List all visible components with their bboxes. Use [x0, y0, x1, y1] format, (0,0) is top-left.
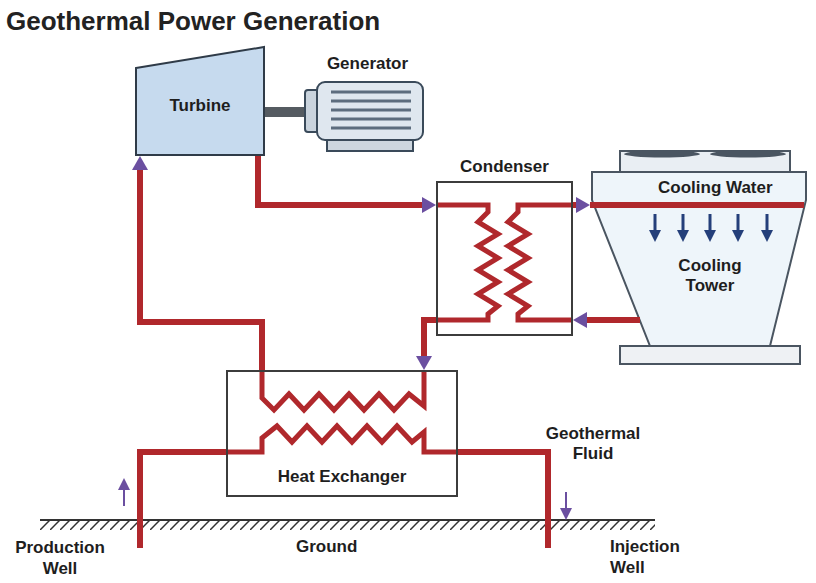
spray-arrow — [677, 230, 689, 242]
generator-foot — [327, 140, 413, 151]
node-label: Turbine — [135, 96, 265, 116]
pipe-connector — [132, 156, 262, 370]
condenser-box: Condenser — [436, 181, 573, 336]
ground-hatch — [40, 521, 655, 530]
ground-line — [40, 519, 655, 521]
diagram-title: Geothermal Power Generation — [6, 5, 380, 37]
spray-arrow — [682, 214, 685, 232]
generator-symbol-outline — [305, 80, 430, 155]
cooling-pipe — [590, 202, 804, 208]
node-label: Heat Exchanger — [228, 467, 456, 487]
exchanger-coil — [262, 370, 424, 410]
condenser-coil — [436, 205, 498, 320]
condenser-coil — [508, 205, 573, 320]
fan-blade — [624, 151, 700, 158]
spray-arrow — [704, 230, 716, 242]
spray-arrow — [709, 214, 712, 232]
flow-arrow — [560, 508, 572, 520]
node-label: Condenser — [438, 157, 571, 177]
generator-stripe — [331, 100, 411, 103]
pipe-connector — [573, 197, 590, 213]
annotation-label: Cooling Water — [658, 178, 773, 198]
spray-arrow — [649, 230, 661, 242]
exchanger-coil — [226, 426, 458, 452]
arrow-head — [132, 156, 148, 170]
spray-arrow — [761, 230, 773, 242]
heat-exchanger-box: Heat Exchanger — [226, 370, 458, 497]
spray-arrow — [737, 214, 740, 232]
pipe-connector — [258, 156, 436, 213]
shaft-connector-line — [265, 107, 305, 117]
turbine-shape: Turbine — [135, 46, 265, 156]
annotation-label: Injection Well — [610, 536, 705, 578]
pipe-connector-line — [424, 320, 436, 360]
generator-stripe — [331, 109, 411, 112]
annotation-label: Ground — [296, 537, 357, 557]
cooling-pipe — [590, 317, 640, 323]
generator-stripe — [331, 127, 411, 130]
generator-stripe — [331, 91, 411, 94]
flow-arrow — [565, 492, 567, 510]
arrow-head — [416, 356, 432, 370]
generator-stripe — [331, 118, 411, 121]
pipe-connector — [573, 312, 590, 328]
tower-base — [620, 346, 800, 364]
generator-symbol: Generator — [305, 80, 430, 155]
arrow-head — [573, 312, 587, 328]
pipe-connector-line — [140, 166, 262, 370]
flow-arrow — [118, 478, 130, 490]
flow-arrow — [123, 488, 125, 506]
pipe-connector — [416, 320, 436, 370]
node-label: Cooling Tower — [660, 256, 760, 296]
production-pipe — [140, 452, 226, 548]
fan-blade — [710, 151, 786, 158]
spray-arrow — [654, 214, 657, 232]
fan-housing — [620, 151, 790, 172]
injection-pipe — [458, 452, 548, 548]
annotation-label: Production Well — [8, 537, 112, 579]
annotation-label: Geothermal Fluid — [528, 424, 658, 464]
generator-body — [317, 82, 423, 140]
turbine-outline — [136, 47, 264, 155]
node-label: Generator — [305, 54, 430, 74]
pipe-connector-line — [258, 156, 426, 205]
spray-arrow — [732, 230, 744, 242]
spray-arrow — [766, 214, 769, 232]
arrow-head — [576, 197, 590, 213]
arrow-head — [422, 197, 436, 213]
shaft-connector — [265, 112, 305, 113]
